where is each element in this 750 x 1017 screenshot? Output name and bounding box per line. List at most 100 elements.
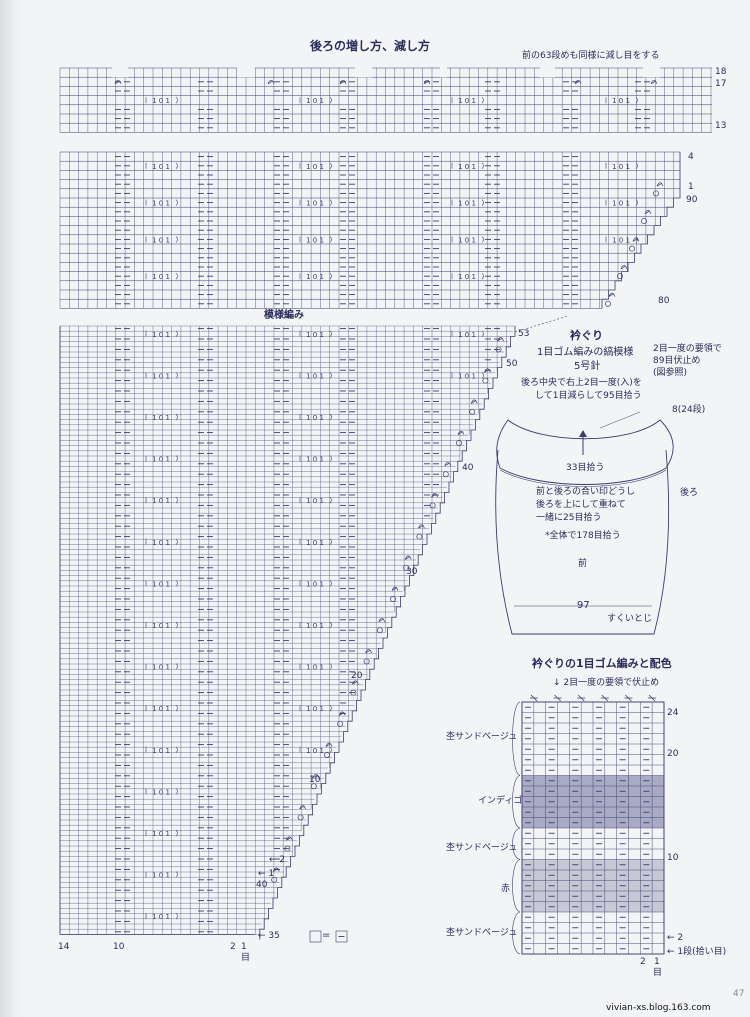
increase-symbol: [431, 493, 438, 498]
cable-bracket: [145, 330, 178, 338]
increase-symbol: [457, 430, 465, 435]
row-label-50: 50: [506, 359, 518, 369]
cable-bracket: [145, 580, 178, 587]
notch: [440, 67, 447, 78]
bindoff-symbol: [648, 694, 656, 702]
row-label-1: 1: [688, 182, 694, 192]
cable-symbol: 1 0 1: [152, 163, 170, 171]
cable-bracket: [451, 199, 484, 206]
row-label-40: 40: [462, 463, 474, 473]
increase-symbol: [470, 399, 478, 404]
rib-row-20: 20: [667, 749, 679, 759]
rib-color-5: 杢サンドベージュ: [446, 928, 518, 938]
cable-symbol: 1 0 1: [152, 913, 170, 921]
cable-bracket: [299, 704, 332, 712]
yarn-over-symbol: [324, 752, 330, 758]
cable-symbol: 1 0 1: [612, 97, 630, 105]
neck-back-label: 後ろ: [680, 488, 699, 498]
yarn-over-symbol: [429, 502, 436, 509]
marker-1: ← 1: [258, 869, 275, 879]
connector-line: [514, 315, 569, 333]
cable-symbol: 1 0 1: [306, 414, 324, 422]
cable-bracket: [451, 372, 484, 379]
col-label-1: 1: [241, 942, 247, 952]
cable-bracket: [605, 236, 638, 243]
bindoff-symbol: [577, 694, 586, 702]
cable-bracket: [451, 162, 484, 170]
col-unit: 目: [241, 953, 251, 963]
marker-35: ← 35: [258, 931, 280, 941]
cable-bracket: [299, 455, 332, 462]
rib-color-4: 赤: [501, 884, 511, 894]
neck-title: 衿ぐり: [570, 329, 603, 342]
neck-note-center-1: 後ろ中央で右上2目一度(入)を: [521, 378, 642, 388]
row-label-4: 4: [688, 152, 694, 162]
yarn-over-symbol: [495, 346, 502, 353]
cable-symbol: 1 0 1: [152, 497, 170, 505]
neck-arrow-head: [579, 430, 587, 437]
cable-symbol: 1 0 1: [306, 200, 324, 208]
rib-bindoff-text: 2目一度の要領で伏止め: [563, 678, 660, 688]
marker-2: ← 2: [269, 855, 286, 865]
cable-bracket: [451, 236, 484, 243]
cable-symbol: 1 0 1: [306, 456, 324, 464]
yarn-over-symbol: [605, 300, 611, 307]
neck-total: *全体で178目拾う: [545, 531, 621, 541]
yarn-over-symbol: [456, 440, 462, 446]
row-label-20: 20: [351, 671, 363, 681]
cable-bracket: [605, 96, 638, 104]
cable-bracket: [299, 663, 332, 670]
cable-symbol: 1 0 1: [306, 497, 324, 505]
cable-symbol: 1 0 1: [306, 705, 324, 713]
cable-bracket: [145, 236, 178, 243]
yarn-over-symbol: [469, 408, 476, 415]
rib-col-unit: 目: [653, 968, 663, 978]
increase-symbol: [484, 368, 491, 373]
cable-bracket: [605, 199, 638, 206]
increase-symbol: [299, 805, 306, 810]
yarn-over-symbol: [297, 814, 304, 821]
neck-leader: [599, 411, 641, 429]
rib-row-10: 10: [667, 853, 679, 863]
neck-rows-label: 8(24段): [672, 405, 706, 415]
cable-symbol: 1 0 1: [152, 664, 170, 672]
cable-bracket: [145, 413, 178, 421]
increase-symbol: [365, 649, 372, 654]
yarn-over-symbol: [403, 564, 410, 571]
cable-bracket: [299, 330, 332, 338]
cable-bracket: [145, 496, 178, 504]
yarn-over-symbol: [390, 596, 396, 602]
main-staircase: [259, 326, 516, 940]
rib-col-1: 1: [654, 957, 660, 967]
cable-symbol: 1 0 1: [152, 97, 170, 105]
marker-40: 40: [256, 880, 268, 890]
neck-pick-33: 33目拾う: [566, 463, 605, 473]
rib-title: 衿ぐりの1目ゴム編みと配色: [532, 657, 672, 670]
page-gutter: [0, 0, 22, 1017]
increase-symbol: [632, 237, 640, 242]
neck-note-tr-2: 89目伏止め: [653, 356, 701, 366]
row-label-80: 80: [658, 296, 670, 306]
notch: [643, 67, 660, 78]
increase-symbol: [391, 586, 399, 591]
increase-symbol: [404, 555, 412, 560]
neck-join-2: 後ろを上にして重ねて: [536, 500, 626, 510]
notch: [237, 67, 255, 78]
increase-symbol: [574, 79, 582, 85]
cable-bracket: [605, 162, 638, 170]
marker-2-value: 2: [279, 855, 286, 865]
col-label-14: 14: [58, 942, 70, 952]
marker-35-value: 35: [268, 931, 280, 941]
neck-front-label: 前: [578, 559, 588, 569]
cable-bracket: [299, 621, 332, 629]
yarn-over-symbol: [482, 377, 489, 384]
cable-symbol: 1 0 1: [306, 236, 324, 244]
back-chart-title: 後ろの増し方、減し方: [310, 39, 431, 53]
increase-symbol: [267, 79, 275, 85]
cable-symbol: 1 0 1: [152, 273, 170, 281]
cable-symbol: 1 0 1: [306, 331, 324, 339]
yarn-over-symbol: [350, 689, 357, 696]
cable-bracket: [299, 580, 332, 587]
yarn-over-symbol: [617, 273, 623, 280]
